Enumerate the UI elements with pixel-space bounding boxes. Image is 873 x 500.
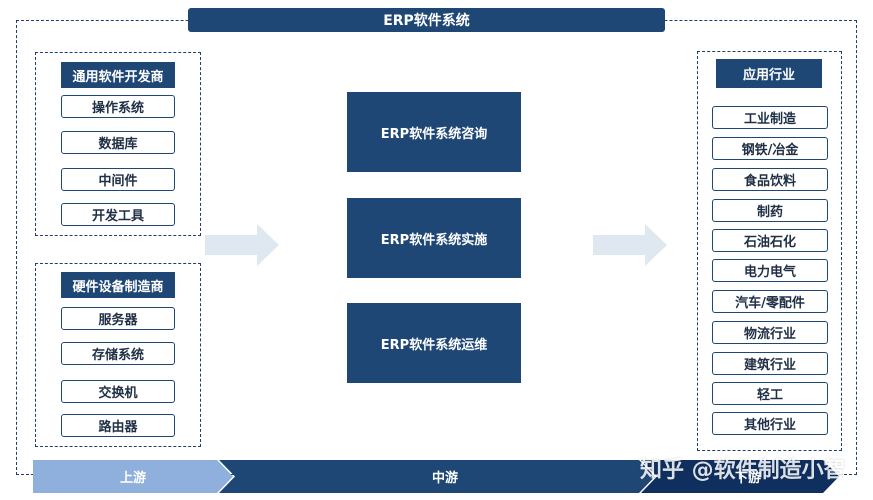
node-dev-tools: 开发工具 (61, 203, 175, 226)
node-industry: 建筑行业 (712, 352, 828, 375)
stage-upstream-shape (33, 460, 233, 493)
node-implementation: ERP软件系统实施 (347, 198, 521, 278)
stage-bar (33, 460, 839, 493)
page-title: ERP软件系统 (188, 8, 665, 32)
node-industry: 其他行业 (712, 412, 828, 435)
stage-midstream-shape (219, 460, 655, 493)
node-industry: 电力电气 (712, 259, 828, 282)
node-maintenance: ERP软件系统运维 (347, 303, 521, 383)
stage-midstream: 中游 (431, 471, 458, 486)
node-industry: 物流行业 (712, 321, 828, 344)
node-industry: 汽车/零配件 (712, 290, 828, 313)
node-industry: 钢铁/冶金 (712, 137, 828, 160)
flow-arrow-right (593, 224, 667, 266)
group-header: 通用软件开发商 (61, 62, 175, 88)
node-industry: 轻工 (712, 382, 828, 405)
node-industry: 食品饮料 (712, 168, 828, 191)
node-router: 路由器 (61, 414, 175, 437)
node-server: 服务器 (61, 307, 175, 330)
node-switch: 交换机 (61, 380, 175, 403)
node-consulting: ERP软件系统咨询 (347, 92, 521, 172)
node-industry: 石油石化 (712, 229, 828, 252)
flow-arrow-left (205, 224, 279, 266)
stage-downstream: 下游 (734, 471, 761, 486)
node-storage: 存储系统 (61, 342, 175, 365)
node-industry: 制药 (712, 199, 828, 222)
stage-upstream: 上游 (119, 471, 146, 486)
watermark: 知乎 @软件制造小智 (640, 458, 846, 483)
node-database: 数据库 (61, 131, 175, 154)
stage-downstream-shape (641, 460, 839, 493)
node-os: 操作系统 (61, 95, 175, 118)
node-middleware: 中间件 (61, 168, 175, 191)
node-industry: 工业制造 (712, 106, 828, 129)
group-header: 硬件设备制造商 (61, 272, 175, 298)
group-header: 应用行业 (716, 59, 822, 88)
